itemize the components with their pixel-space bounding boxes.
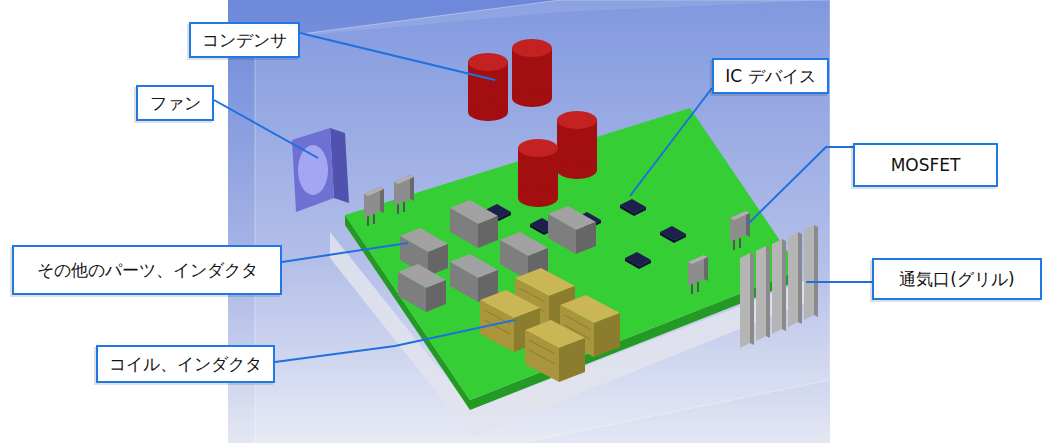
leader-lines <box>214 33 872 362</box>
callout-box: 通気口(グリル) <box>872 258 1042 300</box>
callout-box: MOSFET <box>853 143 998 187</box>
callout-box: IC デバイス <box>712 58 829 94</box>
callout-box: コイル、インダクタ <box>96 345 275 383</box>
callout-label: コイル、インダクタ <box>109 354 262 374</box>
callout-label: コンデンサ <box>202 30 287 50</box>
callout-label: 通気口(グリル) <box>899 269 1014 289</box>
callout-box: その他のパーツ、インダクタ <box>12 245 282 295</box>
callout-label: MOSFET <box>891 155 961 175</box>
callout-label: IC デバイス <box>725 66 815 86</box>
callout-label: その他のパーツ、インダクタ <box>37 260 258 280</box>
callout-box: ファン <box>136 85 214 121</box>
callout-label: ファン <box>150 93 201 113</box>
callout-box: コンデンサ <box>189 22 300 58</box>
